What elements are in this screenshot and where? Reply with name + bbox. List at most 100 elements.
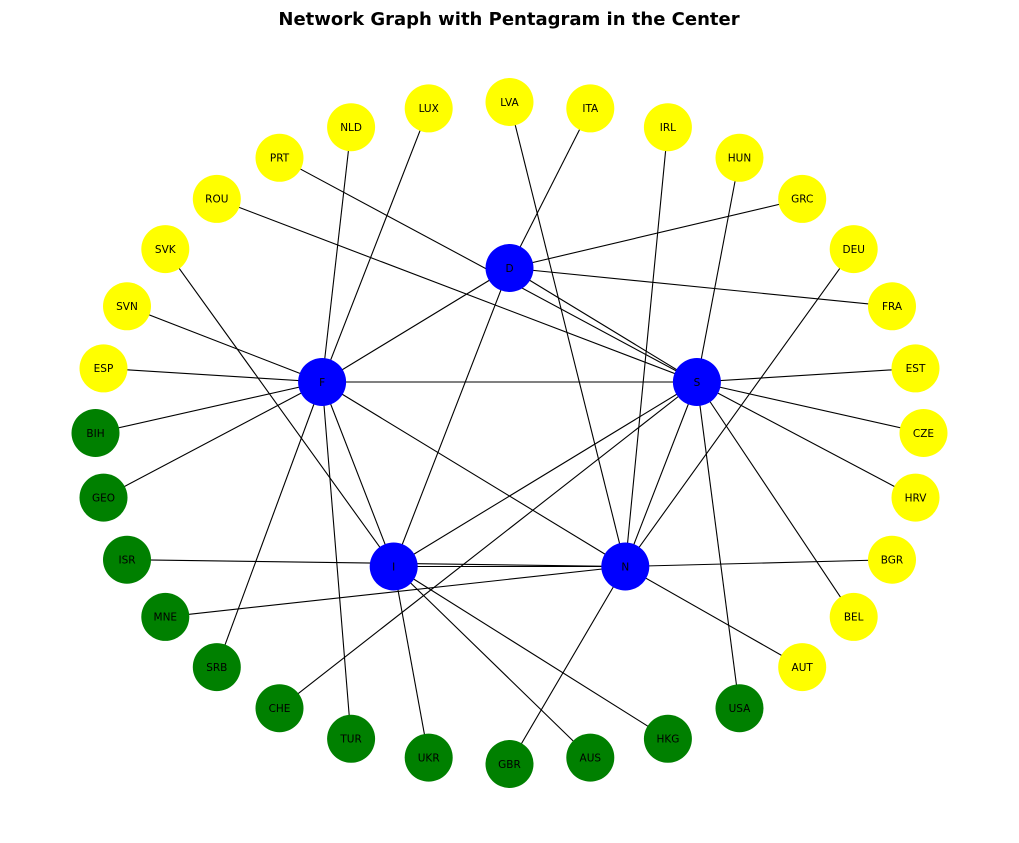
node-label-grc: GRC: [791, 194, 813, 206]
node-prt: PRT: [255, 133, 304, 182]
edge-aut-n: [625, 566, 803, 668]
node-label-svk: SVK: [155, 244, 177, 256]
edge-ukr-i: [393, 566, 430, 758]
node-srb: SRB: [192, 643, 241, 692]
edge-fra-d: [509, 267, 893, 307]
node-aut: AUT: [778, 643, 827, 692]
node-circle-prt: [255, 133, 304, 182]
edge-usa-s: [696, 381, 741, 709]
node-label-cze: CZE: [913, 428, 934, 440]
node-circle-che: [255, 684, 304, 733]
node-ukr: UKR: [404, 733, 453, 782]
edge-mne-n: [165, 565, 626, 618]
node-grc: GRC: [778, 174, 827, 223]
node-circle-bgr: [868, 535, 916, 584]
node-f: F: [298, 358, 347, 406]
node-circle-lva: [485, 78, 534, 126]
node-circle-bih: [71, 409, 120, 457]
node-lva: LVA: [485, 78, 534, 126]
node-circle-aus: [566, 733, 615, 782]
edge-svk-i: [164, 248, 395, 567]
node-label-lux: LUX: [419, 103, 439, 115]
node-layer: DSNIFLVAITAIRLHUNGRCDEUFRAESTCZEHRVBGRBE…: [71, 78, 948, 788]
node-hkg: HKG: [643, 714, 692, 763]
edge-aus-i: [393, 566, 591, 758]
node-label-mne: MNE: [154, 612, 178, 624]
graph-title: Network Graph with Pentagram in the Cent…: [278, 9, 739, 30]
node-label-n: N: [621, 561, 629, 573]
node-label-rou: ROU: [205, 194, 228, 206]
node-label-hkg: HKG: [656, 734, 679, 746]
edge-srb-f: [216, 381, 323, 668]
node-n: N: [601, 542, 650, 591]
node-circle-esp: [79, 344, 128, 393]
node-label-hun: HUN: [728, 153, 751, 165]
edge-ita-d: [509, 108, 591, 269]
node-lux: LUX: [404, 84, 453, 133]
node-circle-ukr: [404, 733, 453, 782]
edge-rou-s: [216, 198, 698, 383]
node-circle-mne: [141, 592, 190, 641]
node-circle-geo: [79, 473, 128, 522]
node-geo: GEO: [79, 473, 128, 522]
node-circle-hkg: [643, 714, 692, 763]
edge-grc-d: [509, 198, 803, 269]
edge-d-i: [393, 267, 511, 567]
node-circle-i: [369, 542, 418, 591]
edge-d-f: [321, 267, 510, 383]
node-label-aut: AUT: [792, 662, 814, 674]
node-che: CHE: [255, 684, 304, 733]
node-label-lva: LVA: [500, 97, 519, 109]
node-bgr: BGR: [868, 535, 916, 584]
node-esp: ESP: [79, 344, 128, 393]
node-label-irl: IRL: [660, 122, 676, 134]
edge-i-f: [321, 381, 395, 567]
node-rou: ROU: [192, 174, 241, 223]
node-circle-bel: [829, 592, 878, 641]
node-svk: SVK: [141, 225, 190, 274]
node-circle-gbr: [485, 740, 534, 788]
node-label-fra: FRA: [882, 301, 903, 313]
edge-tur-f: [321, 381, 352, 739]
node-nld: NLD: [327, 103, 376, 152]
node-isr: ISR: [103, 535, 151, 584]
edge-est-s: [696, 367, 916, 383]
node-est: EST: [891, 344, 940, 393]
node-label-svn: SVN: [116, 301, 138, 313]
node-aus: AUS: [566, 733, 615, 782]
node-i: I: [369, 542, 418, 591]
edge-lva-n: [508, 101, 626, 567]
edge-esp-f: [103, 367, 323, 383]
node-circle-f: [298, 358, 347, 406]
edge-hun-s: [696, 157, 741, 383]
edge-geo-f: [103, 381, 323, 499]
edge-svn-f: [126, 305, 323, 383]
node-circle-grc: [778, 174, 827, 223]
node-circle-deu: [829, 225, 878, 274]
node-svn: SVN: [103, 282, 151, 331]
node-deu: DEU: [829, 225, 878, 274]
node-circle-ita: [566, 84, 615, 133]
edge-layer: [95, 101, 924, 765]
edge-bgr-n: [625, 559, 893, 568]
node-label-che: CHE: [269, 703, 291, 715]
node-usa: USA: [715, 684, 764, 733]
node-fra: FRA: [868, 282, 916, 331]
edge-hrv-s: [696, 381, 916, 499]
node-label-est: EST: [906, 363, 926, 375]
node-label-aus: AUS: [580, 752, 602, 764]
node-label-geo: GEO: [92, 492, 115, 504]
node-circle-irl: [643, 103, 692, 152]
edge-gbr-n: [509, 566, 626, 765]
node-circle-tur: [327, 714, 376, 763]
node-label-isr: ISR: [118, 555, 135, 567]
node-bih: BIH: [71, 409, 120, 457]
node-circle-nld: [327, 103, 376, 152]
node-label-esp: ESP: [94, 363, 114, 375]
node-label-srb: SRB: [206, 662, 227, 674]
node-circle-svk: [141, 225, 190, 274]
node-circle-usa: [715, 684, 764, 733]
edge-che-s: [279, 381, 698, 709]
node-circle-cze: [899, 409, 948, 457]
